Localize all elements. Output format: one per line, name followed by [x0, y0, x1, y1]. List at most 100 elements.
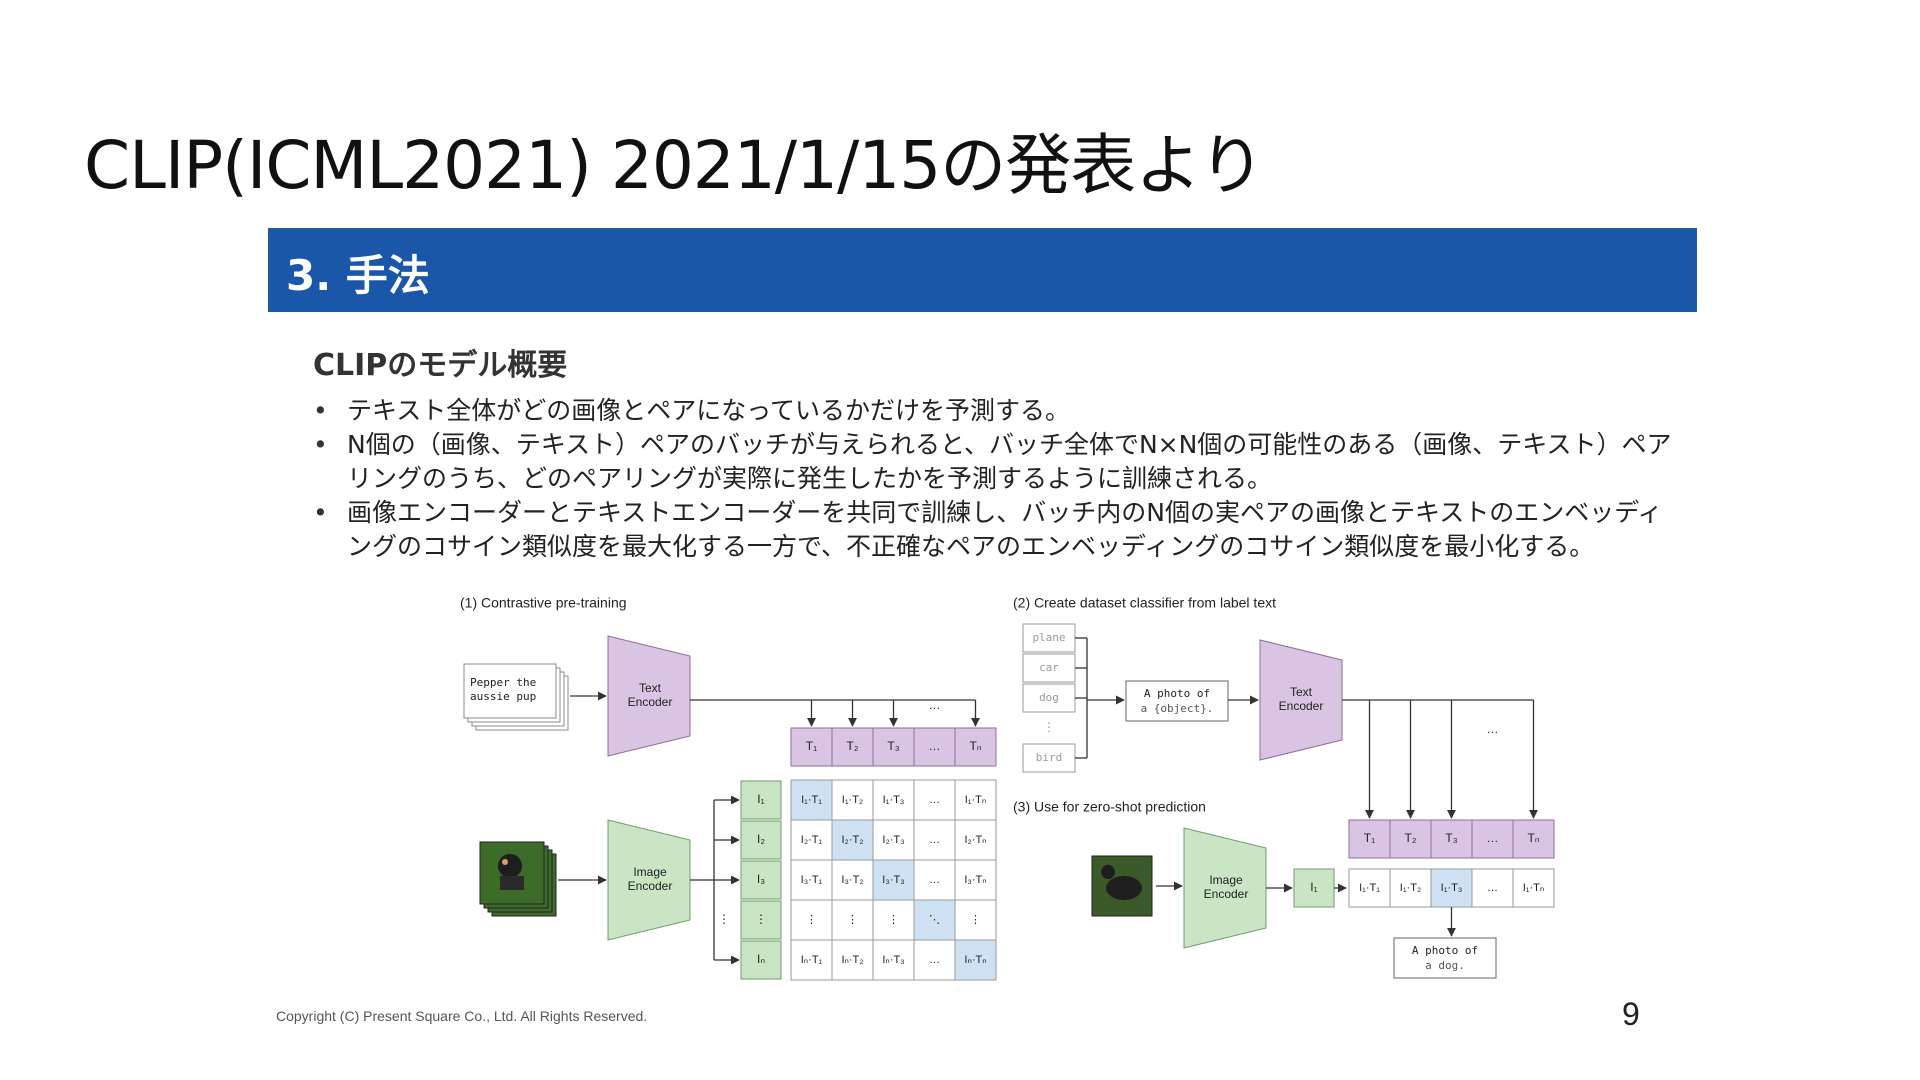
- text-encoder-label: Encoder: [1279, 699, 1324, 713]
- bullet-list: テキスト全体がどの画像とペアになっているかだけを予測する。 N個の（画像、テキス…: [313, 394, 1683, 564]
- text-token-cell: [1430, 819, 1473, 859]
- matrix-cell-label: ⋮: [888, 914, 899, 926]
- section-title: 3. 手法: [286, 251, 430, 300]
- page-number: 9: [1622, 996, 1640, 1032]
- result-cell: [1389, 868, 1432, 908]
- slide-title: CLIP(ICML2021) 2021/1/15の発表より: [84, 127, 1265, 204]
- text-token-cell: [1471, 819, 1514, 859]
- label-text: plane: [1032, 631, 1065, 644]
- image-encoder-label: Encoder: [628, 879, 673, 893]
- image-token-label: I₂: [757, 832, 765, 846]
- matrix-cell: [954, 939, 997, 981]
- matrix-cell: [831, 939, 874, 981]
- image-encoder-label: Image: [1209, 873, 1243, 887]
- text-token-cell: [954, 727, 997, 767]
- matrix-cell: [831, 779, 874, 821]
- image-token-cell: [740, 900, 782, 940]
- text-card-stack: [463, 663, 557, 719]
- copyright: Copyright (C) Present Square Co., Ltd. A…: [276, 1008, 648, 1024]
- text-token-cell: [1348, 819, 1391, 859]
- output-text: a dog.: [1425, 959, 1465, 972]
- text-encoder-shape: [1259, 639, 1343, 761]
- matrix-cell: [913, 899, 956, 941]
- output-box: [1393, 937, 1497, 979]
- image-token-label: Iₙ: [757, 952, 765, 966]
- matrix-cell-label: Iₙ·T₁: [801, 954, 823, 966]
- image-token-label: I₃: [757, 872, 765, 886]
- matrix-cell: [954, 859, 997, 901]
- matrix-cell-label: I₂·T₃: [882, 834, 904, 846]
- result-cell-label: I₁·T₃: [1441, 882, 1463, 894]
- image-token-label: ⋮: [755, 912, 767, 926]
- image-token-label: I₁: [757, 792, 764, 806]
- result-cell-label: I₁·T₁: [1359, 882, 1380, 894]
- image-stack-frame: [479, 841, 545, 905]
- matrix-cell: [913, 819, 956, 861]
- image-encoder-shape: [607, 819, 691, 941]
- text-encoder-shape: [607, 635, 691, 757]
- matrix-cell-label: ⋮: [847, 914, 858, 926]
- image-token-cell: [740, 780, 782, 820]
- matrix-cell-label: Iₙ·Tₙ: [964, 954, 986, 966]
- ellipsis: ⋮: [1043, 720, 1055, 734]
- result-cell-label: I₁·Tₙ: [1523, 882, 1545, 894]
- matrix-cell-label: I₂·Tₙ: [964, 834, 986, 846]
- image-token-cell: [740, 860, 782, 900]
- bullet-item: N個の（画像、テキスト）ペアのバッチが与えられると、バッチ全体でN×N個の可能性…: [313, 428, 1683, 496]
- bullet-item: 画像エンコーダーとテキストエンコーダーを共同で訓練し、バッチ内のN個の実ペアの画…: [313, 496, 1683, 564]
- matrix-cell: [954, 819, 997, 861]
- matrix-cell: [790, 819, 833, 861]
- matrix-cell: [913, 939, 956, 981]
- output-text: A photo of: [1412, 944, 1478, 957]
- matrix-cell-label: …: [929, 874, 940, 886]
- section-header-bar: 3. 手法: [268, 228, 1697, 312]
- bullet-item: テキスト全体がどの画像とペアになっているかだけを予測する。: [313, 394, 1683, 428]
- dog-photo-shape: [1101, 865, 1115, 879]
- result-cell: [1430, 868, 1473, 908]
- matrix-cell-label: …: [929, 834, 940, 846]
- matrix-cell-label: I₁·T₂: [842, 794, 863, 806]
- dog-photo-shape: [502, 859, 508, 865]
- image-token-label: I₁: [1310, 880, 1317, 894]
- dog-photo-shape: [1106, 876, 1142, 900]
- text-token-cell: [1512, 819, 1555, 859]
- matrix-cell-label: I₃·T₂: [841, 874, 863, 886]
- text-token-label: T₃: [887, 739, 899, 753]
- text-token-label: T₃: [1445, 831, 1457, 845]
- text-token-cell: [790, 727, 833, 767]
- template-text: a {object}.: [1141, 702, 1214, 715]
- matrix-cell-label: I₁·T₃: [883, 794, 905, 806]
- matrix-cell-label: …: [929, 954, 940, 966]
- image-token-cell: [1293, 868, 1335, 908]
- text-token-cell: [831, 727, 874, 767]
- label-box: [1022, 623, 1076, 653]
- matrix-cell: [831, 899, 874, 941]
- text-token-label: T₁: [806, 739, 817, 753]
- result-cell: [1348, 868, 1391, 908]
- part2-label: (2) Create dataset classifier from label…: [1013, 595, 1276, 611]
- label-box: [1022, 683, 1076, 713]
- result-cell-label: …: [1487, 882, 1498, 894]
- matrix-cell-label: ⋱: [929, 914, 940, 926]
- matrix-cell-label: I₁·T₁: [801, 794, 822, 806]
- part1-label: (1) Contrastive pre-training: [460, 595, 627, 611]
- image-encoder-label: Image: [633, 865, 667, 879]
- text-token-cell: [872, 727, 915, 767]
- matrix-cell-label: ⋮: [806, 914, 817, 926]
- part3-label: (3) Use for zero-shot prediction: [1013, 799, 1206, 815]
- text-input-line: aussie pup: [470, 690, 536, 703]
- matrix-cell-label: I₁·Tₙ: [965, 794, 987, 806]
- image-encoder-shape: [1183, 827, 1267, 949]
- text-encoder-label: Encoder: [628, 695, 673, 709]
- dog-photo-shape: [500, 876, 524, 890]
- matrix-cell-label: Iₙ·T₂: [841, 954, 863, 966]
- matrix-cell: [954, 779, 997, 821]
- text-token-label: Tₙ: [969, 739, 981, 753]
- label-text: dog: [1039, 691, 1059, 704]
- matrix-cell-label: Iₙ·T₃: [882, 954, 904, 966]
- text-token-label: …: [929, 739, 941, 753]
- template-box: [1125, 680, 1229, 722]
- text-token-label: T₂: [1405, 831, 1417, 845]
- dog-photo-shape: [498, 854, 522, 878]
- text-token-label: T₂: [847, 739, 859, 753]
